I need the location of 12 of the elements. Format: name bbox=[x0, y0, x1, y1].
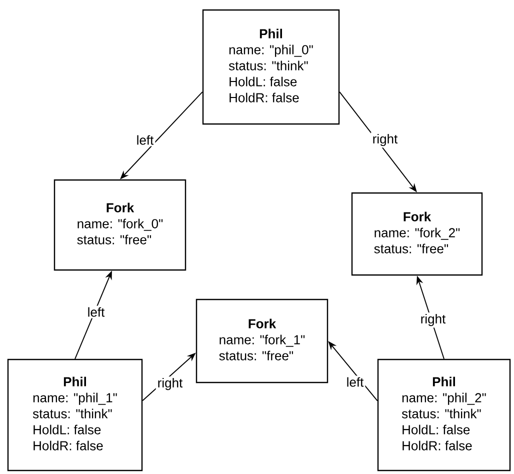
object-box: Phil name: "phil_0" status: "think" HoldL: false HoldR: false bbox=[202, 9, 340, 125]
object-box: Fork name: "fork_0" status: "free" bbox=[54, 179, 186, 271]
edge-label: right bbox=[156, 376, 184, 392]
edge-label: left bbox=[344, 376, 366, 388]
edge-label: right bbox=[418, 312, 448, 328]
edge-label: left bbox=[86, 306, 106, 318]
object-box: Fork name: "fork_2" status: "free" bbox=[351, 192, 483, 276]
object-box: Phil name: "phil_1" status: "think" HoldL: false HoldR: false bbox=[7, 358, 143, 472]
edge-label: left bbox=[134, 134, 156, 146]
object-box: Phil name: "phil_2" status: "think" HoldL: false HoldR: false bbox=[377, 358, 511, 472]
edge-label: right bbox=[370, 132, 400, 148]
object-box: Fork name: "fork_1" status: "free" bbox=[196, 298, 328, 384]
